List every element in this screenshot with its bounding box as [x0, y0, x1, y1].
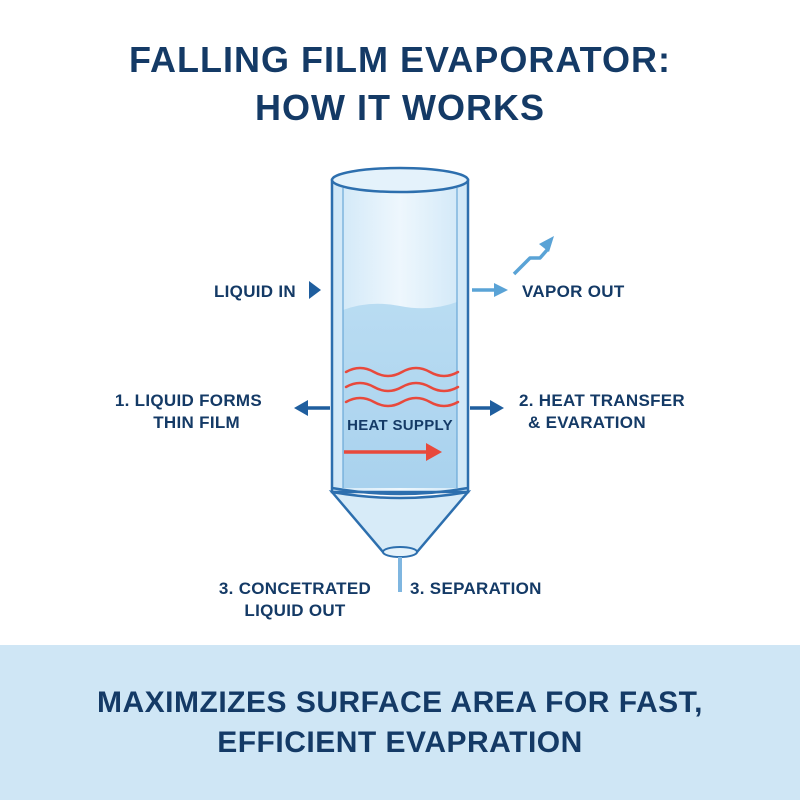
step1-line-1: 1. LIQUID FORMS	[114, 391, 262, 410]
title-line-1: FALLING FILM EVAPORATOR:	[129, 39, 671, 80]
evaporator-diagram	[294, 166, 554, 592]
title-line-2: HOW IT WORKS	[255, 87, 545, 128]
summary-text: MAXIMZIZES SURFACE AREA FOR FAST, EFFICI…	[0, 683, 800, 763]
page-title: FALLING FILM EVAPORATOR: HOW IT WORKS	[0, 36, 800, 132]
vapor-rising-arrow-icon	[512, 236, 554, 276]
step3a-label: 3. CONCETRATED LIQUID OUT	[205, 578, 385, 622]
summary-line-2: EFFICIENT EVAPRATION	[217, 726, 583, 759]
evaporator-column	[328, 166, 472, 592]
conical-bottom	[328, 490, 472, 554]
step1-line-2: THIN FILM	[153, 413, 240, 432]
step2-line-2: & EVARATION	[528, 413, 646, 432]
step2-arrow-icon	[470, 400, 504, 416]
step2-label: 2. HEAT TRANSFER & EVARATION	[519, 390, 685, 434]
step1-arrow-icon	[294, 400, 330, 416]
summary-banner	[0, 645, 800, 800]
liquid-in-label: LIQUID IN	[213, 282, 296, 301]
heat-supply-label: HEAT SUPPLY	[347, 417, 453, 434]
vapor-out-label: VAPOR OUT	[522, 282, 625, 301]
vapor-out-arrow-icon	[472, 283, 508, 297]
step3a-line-2: LIQUID OUT	[244, 601, 346, 620]
summary-line-1: MAXIMZIZES SURFACE AREA FOR FAST,	[97, 686, 703, 719]
heat-waves-icon	[344, 366, 460, 408]
heat-supply-arrow-icon	[344, 443, 442, 461]
step2-line-1: 2. HEAT TRANSFER	[519, 391, 685, 410]
step3a-line-1: 3. CONCETRATED	[218, 579, 372, 598]
step1-label: 1. LIQUID FORMS THIN FILM	[80, 390, 262, 434]
step3b-label: 3. SEPARATION	[410, 579, 542, 598]
liquid-film	[343, 302, 457, 488]
liquid-in-arrow-icon	[309, 281, 321, 299]
